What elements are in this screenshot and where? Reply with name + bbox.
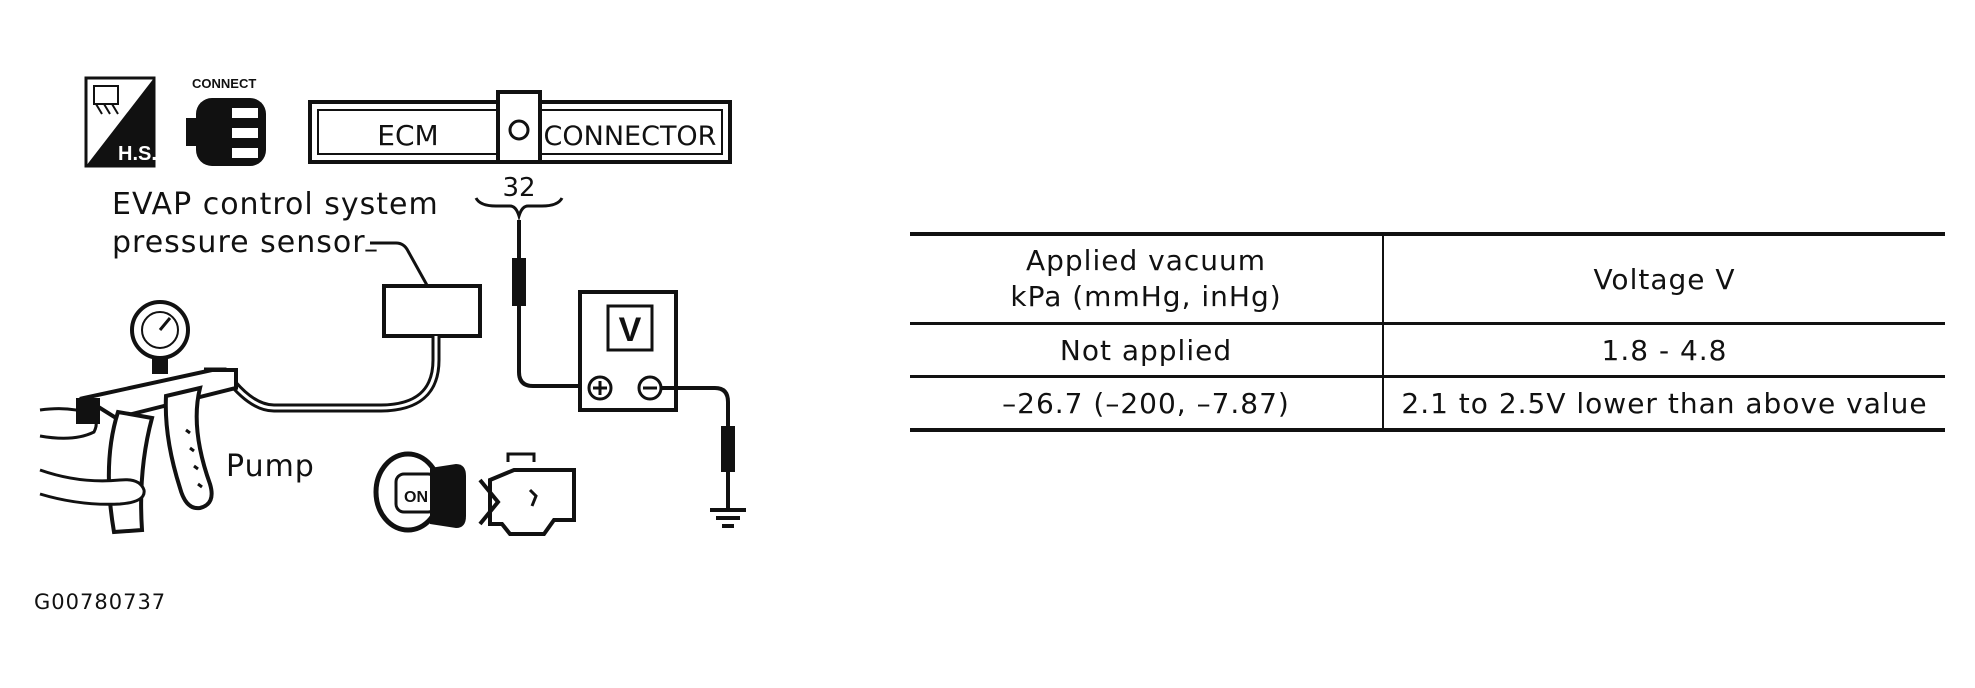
ground-wire xyxy=(661,386,735,510)
ignition-on-icon: ON xyxy=(373,451,466,533)
vacuum-pump-icon xyxy=(39,300,238,535)
header-col1-line1: Applied vacuum xyxy=(1025,244,1267,277)
pump-label: Pump xyxy=(226,449,315,484)
voltmeter-icon: V xyxy=(578,290,678,412)
ecm-connector-icon: ECM CONNECTOR xyxy=(308,90,732,164)
voltage-spec-table: Applied vacuum kPa (mmHg, inHg) Voltage … xyxy=(910,232,1945,432)
header-col1-line2: kPa (mmHg, inHg) xyxy=(1010,280,1282,313)
table-header-row: Applied vacuum kPa (mmHg, inHg) Voltage … xyxy=(910,232,1945,325)
sensor-label: EVAP control system pressure sensor xyxy=(112,186,439,262)
wiring-diagram: H.S. CONNECT ECM CONNECTOR 32 V xyxy=(39,76,746,536)
terminal-number: 32 xyxy=(502,173,535,203)
hs-badge-text: H.S. xyxy=(118,143,157,165)
cell-vacuum: –26.7 (–200, –7.87) xyxy=(910,376,1384,432)
engine-icon xyxy=(478,452,576,536)
ignition-label: ON xyxy=(404,489,428,506)
cell-voltage: 2.1 to 2.5V lower than above value xyxy=(1383,376,1945,432)
sensor-label-line1: EVAP control system xyxy=(112,187,439,222)
vacuum-hose xyxy=(204,336,441,413)
header-applied-vacuum: Applied vacuum kPa (mmHg, inHg) xyxy=(910,232,1384,325)
harness-side-icon: H.S. xyxy=(84,76,157,168)
table-row: –26.7 (–200, –7.87) 2.1 to 2.5V lower th… xyxy=(910,376,1945,432)
ground-icon xyxy=(710,508,746,528)
table-row: Not applied 1.8 - 4.8 xyxy=(910,323,1945,378)
probe-wire xyxy=(512,220,600,388)
sensor-leader-dash: – xyxy=(364,232,378,265)
connect-icon: CONNECT xyxy=(186,76,266,166)
sensor-label-line2: pressure sensor xyxy=(112,225,366,260)
connect-label: CONNECT xyxy=(192,76,256,91)
cell-voltage: 1.8 - 4.8 xyxy=(1383,323,1945,378)
ecm-label: ECM xyxy=(377,119,438,152)
terminal-brace xyxy=(474,197,564,222)
cell-vacuum: Not applied xyxy=(910,323,1384,378)
meter-label: V xyxy=(619,311,642,349)
figure-code: G00780737 xyxy=(34,590,167,614)
connector-label: CONNECTOR xyxy=(544,121,717,152)
evap-pressure-sensor-icon xyxy=(370,241,482,338)
header-voltage: Voltage V xyxy=(1383,232,1945,325)
